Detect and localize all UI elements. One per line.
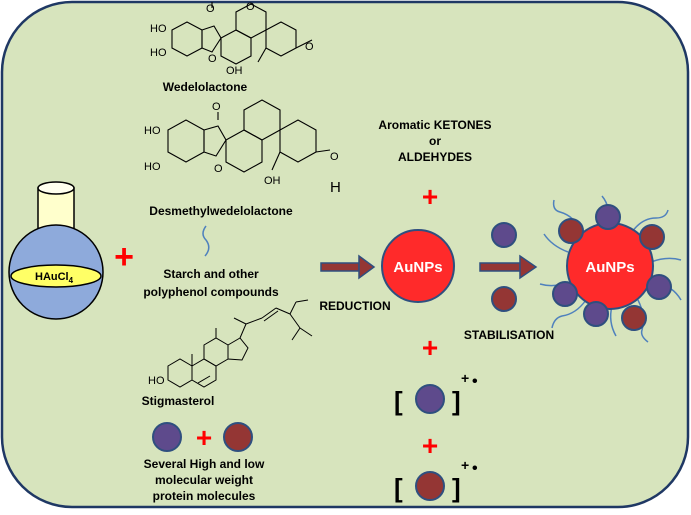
starch-strand-icon xyxy=(202,225,210,257)
plus-sign: + xyxy=(422,181,438,212)
atom-label: OH xyxy=(264,175,281,187)
aromatic-label-line1: Aromatic KETONES xyxy=(378,118,491,132)
bracket-close: ] xyxy=(452,386,461,416)
bracket-close: ] xyxy=(452,473,461,503)
atom-label: OH xyxy=(226,65,243,77)
atom-label: O xyxy=(206,3,215,15)
atom-label: O xyxy=(214,163,223,175)
capping-molecule xyxy=(595,204,621,230)
proteins-label-line3: protein molecules xyxy=(153,489,256,503)
flask-label: HAuCl4 xyxy=(35,271,74,285)
proteins-label-line2: molecular weight xyxy=(155,473,253,487)
desmethylwedelolactone-structure xyxy=(167,99,331,173)
capping-molecule xyxy=(583,301,609,327)
capping-molecule xyxy=(639,224,665,250)
bracket-open: [ xyxy=(394,386,403,416)
wedelolactone-atoms: HO HO O O O O OH xyxy=(150,1,314,77)
protein-molecule-red xyxy=(223,422,253,452)
radical-cation-purple: [ ] + • xyxy=(394,370,478,416)
stigmasterol-structure xyxy=(167,299,313,388)
stabilisation-label: STABILISATION xyxy=(464,328,554,342)
ligand-strands xyxy=(539,195,682,343)
starch-label-line2: polyphenol compounds xyxy=(143,285,279,299)
protein-molecule-red xyxy=(491,286,517,312)
plus-sign: + xyxy=(114,238,134,276)
charge-sign: + xyxy=(461,370,469,386)
atom-label: HO xyxy=(144,161,161,173)
starch-label-line1: Starch and other xyxy=(163,267,259,281)
atom-label: HO xyxy=(148,375,165,387)
wedelolactone-structure xyxy=(171,2,313,65)
proteins-label-line1: Several High and low xyxy=(144,457,265,471)
atom-label: HO xyxy=(150,23,167,35)
atom-label: O xyxy=(330,151,339,163)
plus-sign: + xyxy=(196,422,212,453)
reduction-arrow xyxy=(320,254,376,280)
protein-molecule-purple xyxy=(152,422,182,452)
radical-dot: • xyxy=(472,460,478,477)
protein-molecule-purple xyxy=(415,384,445,414)
stabilisation-arrow xyxy=(479,254,538,280)
plus-sign: + xyxy=(422,430,438,461)
atom-label: H xyxy=(330,179,341,196)
atom-label: O xyxy=(208,53,217,65)
stigmasterol-label: Stigmasterol xyxy=(142,394,215,408)
aromatic-label-line2: or xyxy=(429,134,441,148)
protein-molecule-purple xyxy=(491,222,517,248)
reduction-label: REDUCTION xyxy=(319,299,390,313)
aunp-label: AuNPs xyxy=(393,259,442,276)
charge-sign: + xyxy=(461,457,469,473)
atom-label: HO xyxy=(144,125,161,137)
plus-sign: + xyxy=(422,332,438,363)
atom-label: O xyxy=(305,41,314,53)
aunp-particle xyxy=(381,229,455,303)
capping-molecule xyxy=(621,305,647,331)
desmethylwedelolactone-label: Desmethylwedelolactone xyxy=(149,204,293,218)
atom-label: HO xyxy=(150,47,167,59)
flask-icon: HAuCl4 xyxy=(8,181,104,320)
capping-molecule xyxy=(558,218,584,244)
radical-dot: • xyxy=(472,373,478,390)
stabilised-aunp: AuNPs xyxy=(539,195,682,343)
wedelolactone-label: Wedelolactone xyxy=(163,80,248,94)
capping-molecule xyxy=(646,274,672,300)
aromatic-label-line3: ALDEHYDES xyxy=(398,150,472,164)
atom-label: O xyxy=(246,1,255,13)
bracket-open: [ xyxy=(394,473,403,503)
atom-label: O xyxy=(212,101,221,113)
desmethylwedelolactone-atoms: HO HO O O O H OH xyxy=(144,101,341,196)
aunp-label: AuNPs xyxy=(585,259,634,276)
radical-cation-red: [ ] + • xyxy=(394,457,478,503)
protein-molecule-red xyxy=(415,471,445,501)
capping-molecule xyxy=(552,281,578,307)
